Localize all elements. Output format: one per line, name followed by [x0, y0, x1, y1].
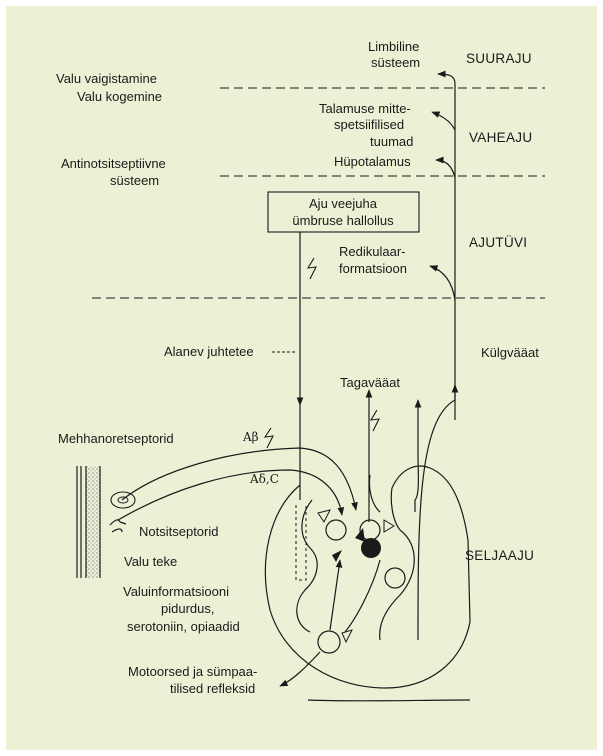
region-vaheaju: VAHEAJU	[469, 130, 532, 145]
label-motoorsed-2: tilised refleksid	[170, 681, 255, 696]
lightning-icon-abeta	[265, 428, 273, 448]
neuron-3	[385, 568, 405, 588]
label-tagavaat: Tagavääat	[340, 375, 400, 390]
label-valu-kogemine: Valu kogemine	[77, 89, 162, 104]
label-antinots-1: Antinotsitseptiivne	[61, 156, 166, 171]
ascending-pathway-main	[418, 92, 455, 640]
label-redikul-2: formatsioon	[339, 261, 407, 276]
label-aju-1: Aju veejuha	[309, 196, 378, 211]
label-mehhano: Mehhanoretseptorid	[58, 431, 174, 446]
arrow-to-redikul	[430, 266, 455, 300]
arrow-to-hupotalamus	[432, 112, 455, 130]
label-notsi: Notsitseptorid	[139, 524, 218, 539]
label-valuinfo-3: serotoniin, opiaadid	[127, 619, 240, 634]
label-a-beta: Aβ	[242, 430, 259, 444]
label-valuinfo-2: pidurdus,	[161, 601, 214, 616]
ascending-pathway	[415, 400, 418, 512]
lightning-icon-descending	[308, 258, 316, 279]
region-ajutuvi: AJUTÜVI	[469, 235, 527, 250]
mechanoreceptor-icon	[111, 492, 135, 508]
label-valu-teke: Valu teke	[124, 554, 177, 569]
label-limbiline-2: süsteem	[371, 55, 420, 70]
label-talamus-1: Talamuse mitte-	[319, 101, 411, 116]
label-aju-2: ümbruse hallollus	[292, 213, 394, 228]
motor-neuron	[318, 631, 340, 653]
label-a-delta-c: Aδ,C	[249, 472, 279, 486]
nociceptor-endings	[110, 520, 126, 532]
label-alanev: Alanev juhtetee	[164, 344, 254, 359]
label-talamus-2: spetsiifilised	[334, 117, 404, 132]
neuron-1	[326, 520, 346, 540]
label-redikul-1: Redikulaar-	[339, 244, 405, 259]
synapse-triangle-5	[342, 630, 352, 642]
fiber-a-delta-c	[118, 470, 342, 520]
label-limbiline-1: Limbiline	[368, 39, 419, 54]
arrow-to-limbic	[438, 74, 455, 92]
arrow-to-talamus	[436, 160, 455, 178]
pain-pathway-diagram: SUURAJU VAHEAJU AJUTÜVI SELJAAJU Limbili…	[6, 6, 597, 750]
label-hupotalamus: Hüpotalamus	[334, 154, 411, 169]
label-talamus-3: tuumad	[370, 134, 413, 149]
interneuron-link	[345, 560, 380, 632]
reflex-link	[330, 560, 340, 630]
label-valu-vaigistamine: Valu vaigistamine	[56, 71, 157, 86]
lightning-icon-tagavaat	[371, 410, 379, 431]
diagram-panel: SUURAJU VAHEAJU AJUTÜVI SELJAAJU Limbili…	[6, 6, 597, 750]
skin-layer	[86, 466, 100, 578]
label-valuinfo-1: Valuinformatsiooni	[123, 584, 229, 599]
synapse-triangle-3	[384, 520, 394, 532]
region-seljaaju: SELJAAJU	[465, 548, 534, 563]
region-suuraju: SUURAJU	[466, 51, 532, 66]
spinal-cord-outline	[265, 466, 470, 701]
label-antinots-2: süsteem	[110, 173, 159, 188]
label-kulgvaat: Külgvääat	[481, 345, 539, 360]
descending-dashed	[296, 505, 306, 580]
label-motoorsed-1: Motoorsed ja sümpaa-	[128, 664, 257, 679]
mechanoreceptor-core-icon	[118, 497, 128, 503]
synapse-triangle-1	[318, 510, 330, 522]
